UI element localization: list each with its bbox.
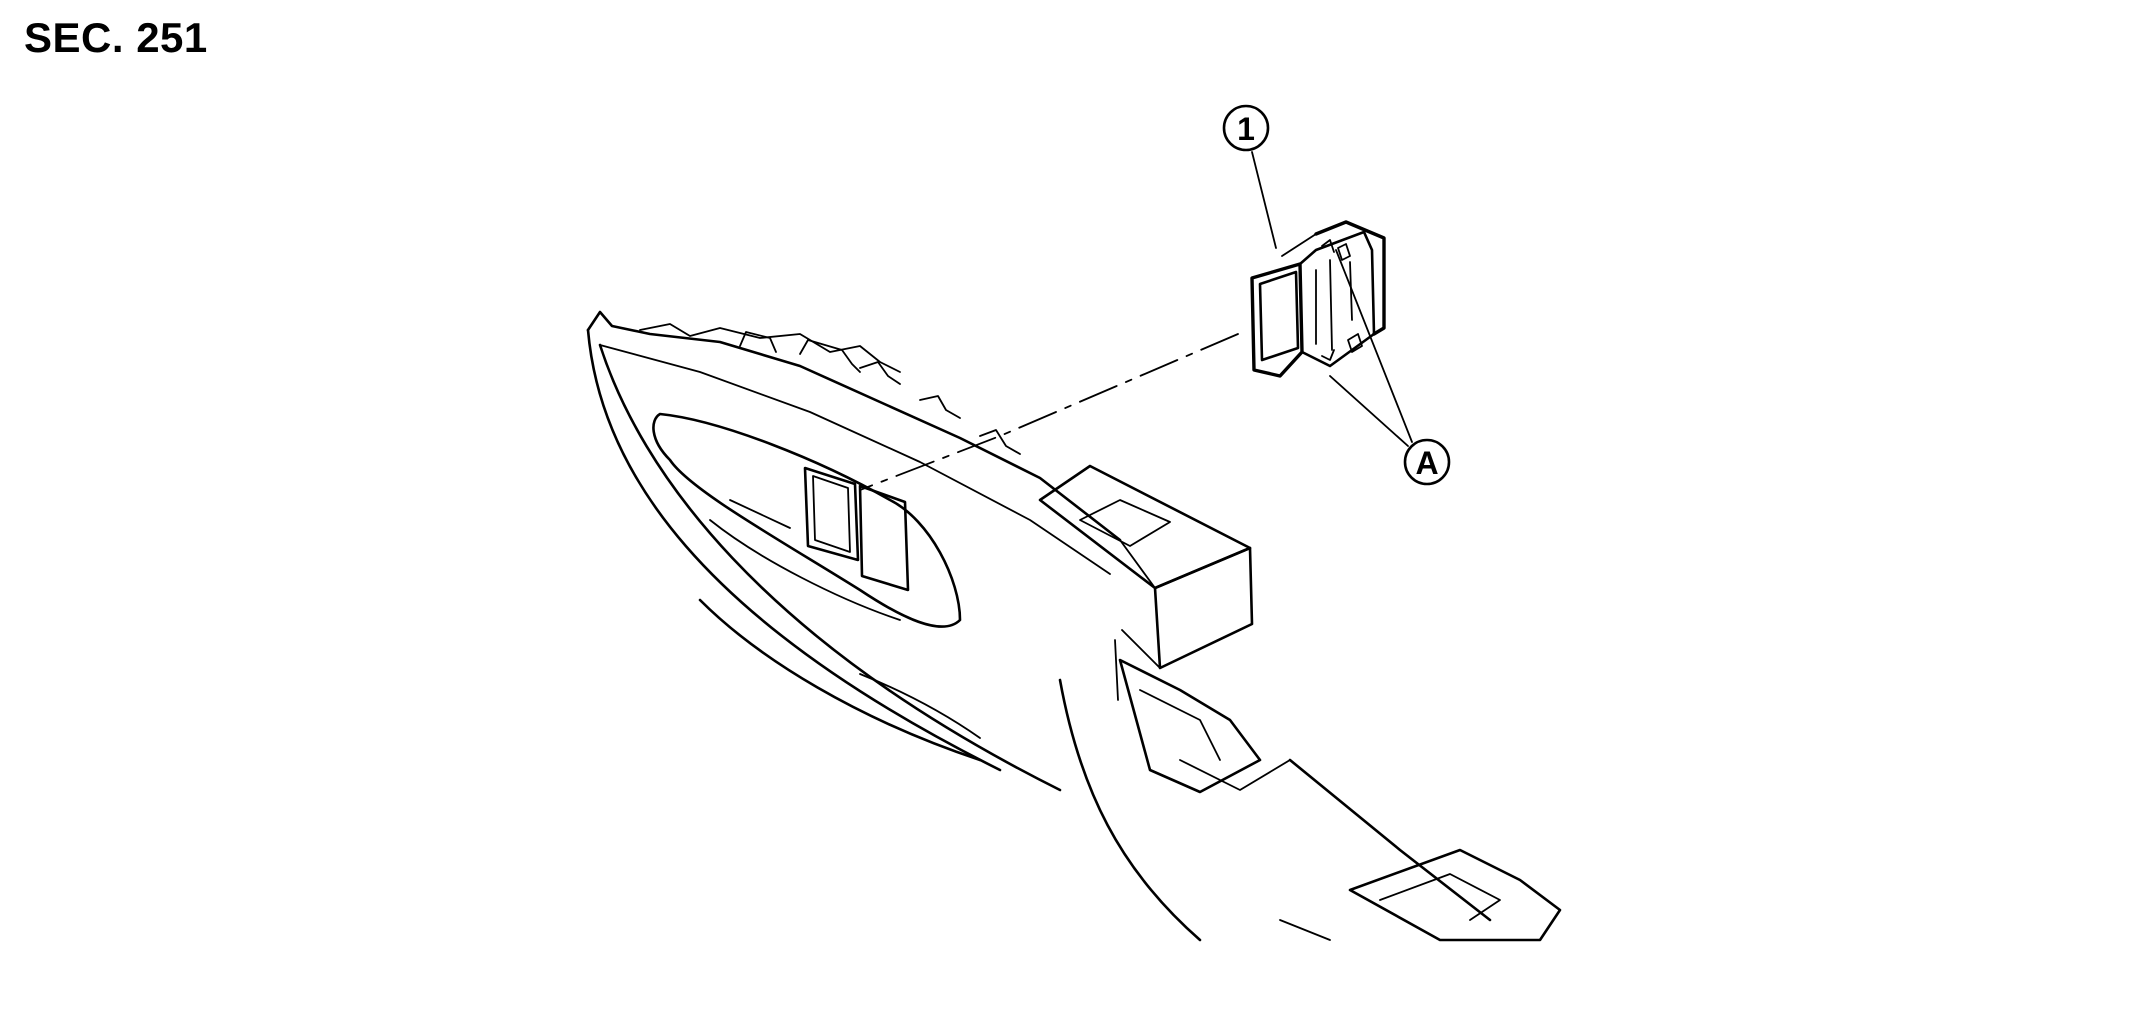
switch-knob-front: [1250, 262, 1304, 378]
console-box-top: [1038, 464, 1252, 590]
center-console-right: [1288, 758, 1492, 922]
switch-body: [1298, 230, 1376, 368]
callout-a-circle: [1403, 438, 1451, 486]
callout-a: A: [1329, 249, 1451, 486]
console-bracket-post: [1114, 639, 1119, 701]
console-lower-edge: [1279, 919, 1331, 941]
switch-opening-inner: [812, 475, 851, 553]
section-label: SEC. 251: [24, 14, 208, 61]
panel-outer-edge: [586, 328, 1002, 772]
console-box-detail: [1079, 499, 1171, 547]
switch-clip-top: [1337, 243, 1351, 261]
callout-a-label: A: [1415, 445, 1438, 481]
callout-1: 1: [1222, 104, 1277, 249]
lower-panel-curve: [698, 598, 982, 762]
switch-opening-2: [858, 484, 910, 592]
switch-side-detail-3: [1349, 261, 1353, 321]
switch-tab-bottom: [1321, 349, 1335, 361]
console-bracket-detail-1: [1139, 689, 1221, 761]
panel-clip-2: [799, 339, 861, 373]
handle-recess-inner: [709, 519, 901, 621]
console-rear-detail: [1379, 873, 1501, 921]
center-console-left: [1058, 678, 1202, 942]
lower-panel-slot: [859, 673, 981, 739]
console-bracket: [1118, 658, 1262, 794]
panel-clip-1: [739, 331, 777, 353]
panel-top-edge: [586, 310, 1122, 542]
panel-clip-5: [979, 429, 1021, 455]
console-bracket-detail-2: [1179, 759, 1291, 791]
callout-a-leader-top: [1335, 249, 1413, 443]
callout-1-label: 1: [1237, 111, 1255, 147]
console-box-side: [1119, 539, 1161, 669]
switch-tab-top: [1321, 239, 1335, 253]
switch-knob-face: [1258, 270, 1300, 362]
callout-1-circle: [1222, 104, 1270, 152]
switch-side-detail-2: [1329, 259, 1333, 351]
console-rear-box: [1348, 848, 1562, 942]
panel-lip: [599, 344, 1111, 575]
instrument-panel-assembly: [586, 310, 1562, 942]
panel-clip-3: [859, 361, 901, 385]
console-box-front: [1153, 546, 1254, 670]
callout-a-leader-bottom: [1329, 375, 1409, 447]
installation-direction-line: [859, 333, 1239, 491]
panel-clip-4: [919, 395, 961, 419]
switch-assembly-part-1: [1250, 220, 1386, 378]
handle-recess-line-2: [729, 499, 791, 529]
callout-1-leader: [1251, 151, 1277, 249]
switch-top-edge: [1281, 233, 1317, 257]
switch-rear-frame: [1314, 220, 1386, 336]
panel-inner-edge: [598, 343, 1062, 792]
switch-opening: [803, 466, 860, 562]
switch-clip-bottom: [1347, 333, 1363, 353]
panel-top-rib: [639, 323, 901, 373]
handle-recess-outer: [652, 412, 962, 628]
